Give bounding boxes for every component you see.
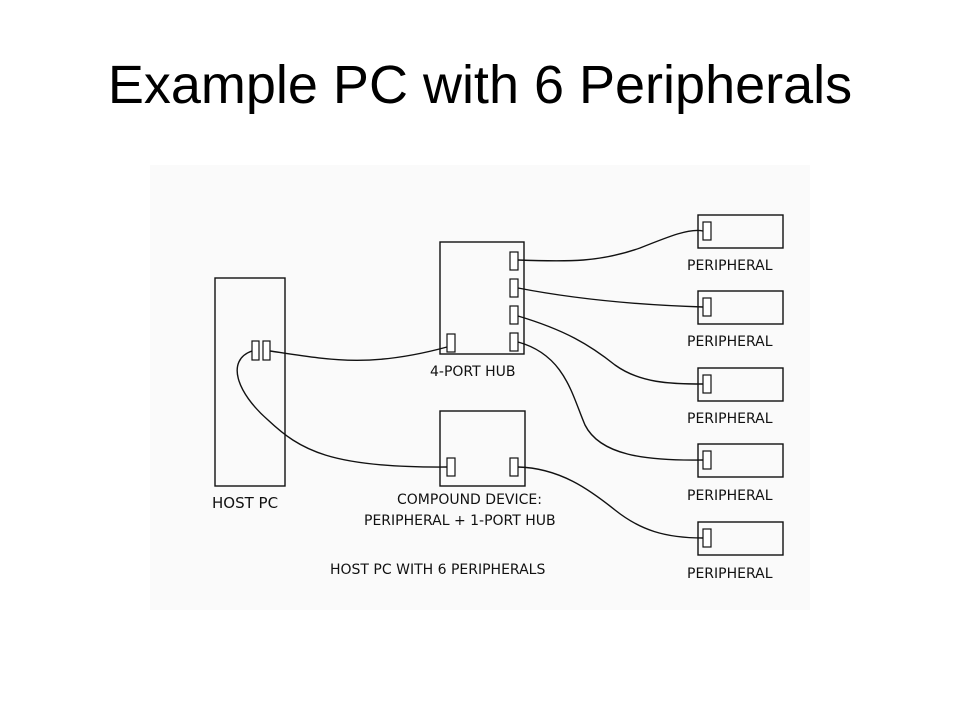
host-pc: HOST PC bbox=[212, 277, 286, 512]
hub-box bbox=[439, 241, 525, 355]
cable-hub-to-peripheral-4 bbox=[517, 341, 704, 461]
peripheral-port bbox=[702, 450, 712, 470]
peripheral-port bbox=[702, 528, 712, 548]
peripheral-port bbox=[702, 297, 712, 317]
cable-hub-to-peripheral-3 bbox=[517, 315, 704, 385]
cable-host-to-compound bbox=[236, 350, 448, 468]
cable-host-to-hub bbox=[269, 346, 448, 361]
cable-hub-to-peripheral-2 bbox=[517, 287, 704, 308]
peripheral-label: PERIPHERAL bbox=[687, 488, 773, 504]
four-port-hub: 4-PORT HUB bbox=[430, 241, 525, 380]
hub-port-1 bbox=[509, 251, 519, 271]
peripheral-label: PERIPHERAL bbox=[687, 411, 773, 427]
hub-upstream-port bbox=[446, 333, 456, 353]
host-pc-box bbox=[214, 277, 286, 487]
figure-background bbox=[150, 165, 810, 610]
peripheral-port bbox=[702, 221, 712, 241]
hub-port-4 bbox=[509, 332, 519, 352]
host-port-2 bbox=[262, 340, 271, 361]
cable-compound-to-peripheral-5 bbox=[517, 466, 704, 539]
peripheral-label: PERIPHERAL bbox=[687, 566, 773, 582]
hub-port-3 bbox=[509, 305, 519, 325]
cable-hub-to-peripheral-1 bbox=[517, 229, 704, 262]
compound-device: COMPOUND DEVICE: PERIPHERAL + 1-PORT HUB bbox=[364, 410, 556, 529]
compound-downstream-port bbox=[509, 457, 519, 477]
hub-port-2 bbox=[509, 278, 519, 298]
host-pc-label: HOST PC bbox=[212, 494, 278, 512]
peripheral-1: PERIPHERAL bbox=[687, 214, 784, 274]
host-port-1 bbox=[251, 340, 260, 361]
peripheral-port bbox=[702, 374, 712, 394]
compound-device-box bbox=[439, 410, 526, 487]
peripheral-label: PERIPHERAL bbox=[687, 334, 773, 350]
slide-title: Example PC with 6 Peripherals bbox=[107, 55, 853, 115]
compound-label-line1: COMPOUND DEVICE: bbox=[397, 492, 542, 508]
peripheral-label: PERIPHERAL bbox=[687, 258, 773, 274]
compound-label-line2: PERIPHERAL + 1-PORT HUB bbox=[364, 513, 556, 529]
hub-label: 4-PORT HUB bbox=[430, 364, 516, 380]
peripheral-box bbox=[697, 214, 784, 249]
figure-caption: HOST PC WITH 6 PERIPHERALS bbox=[330, 562, 545, 578]
compound-upstream-port bbox=[446, 457, 456, 477]
